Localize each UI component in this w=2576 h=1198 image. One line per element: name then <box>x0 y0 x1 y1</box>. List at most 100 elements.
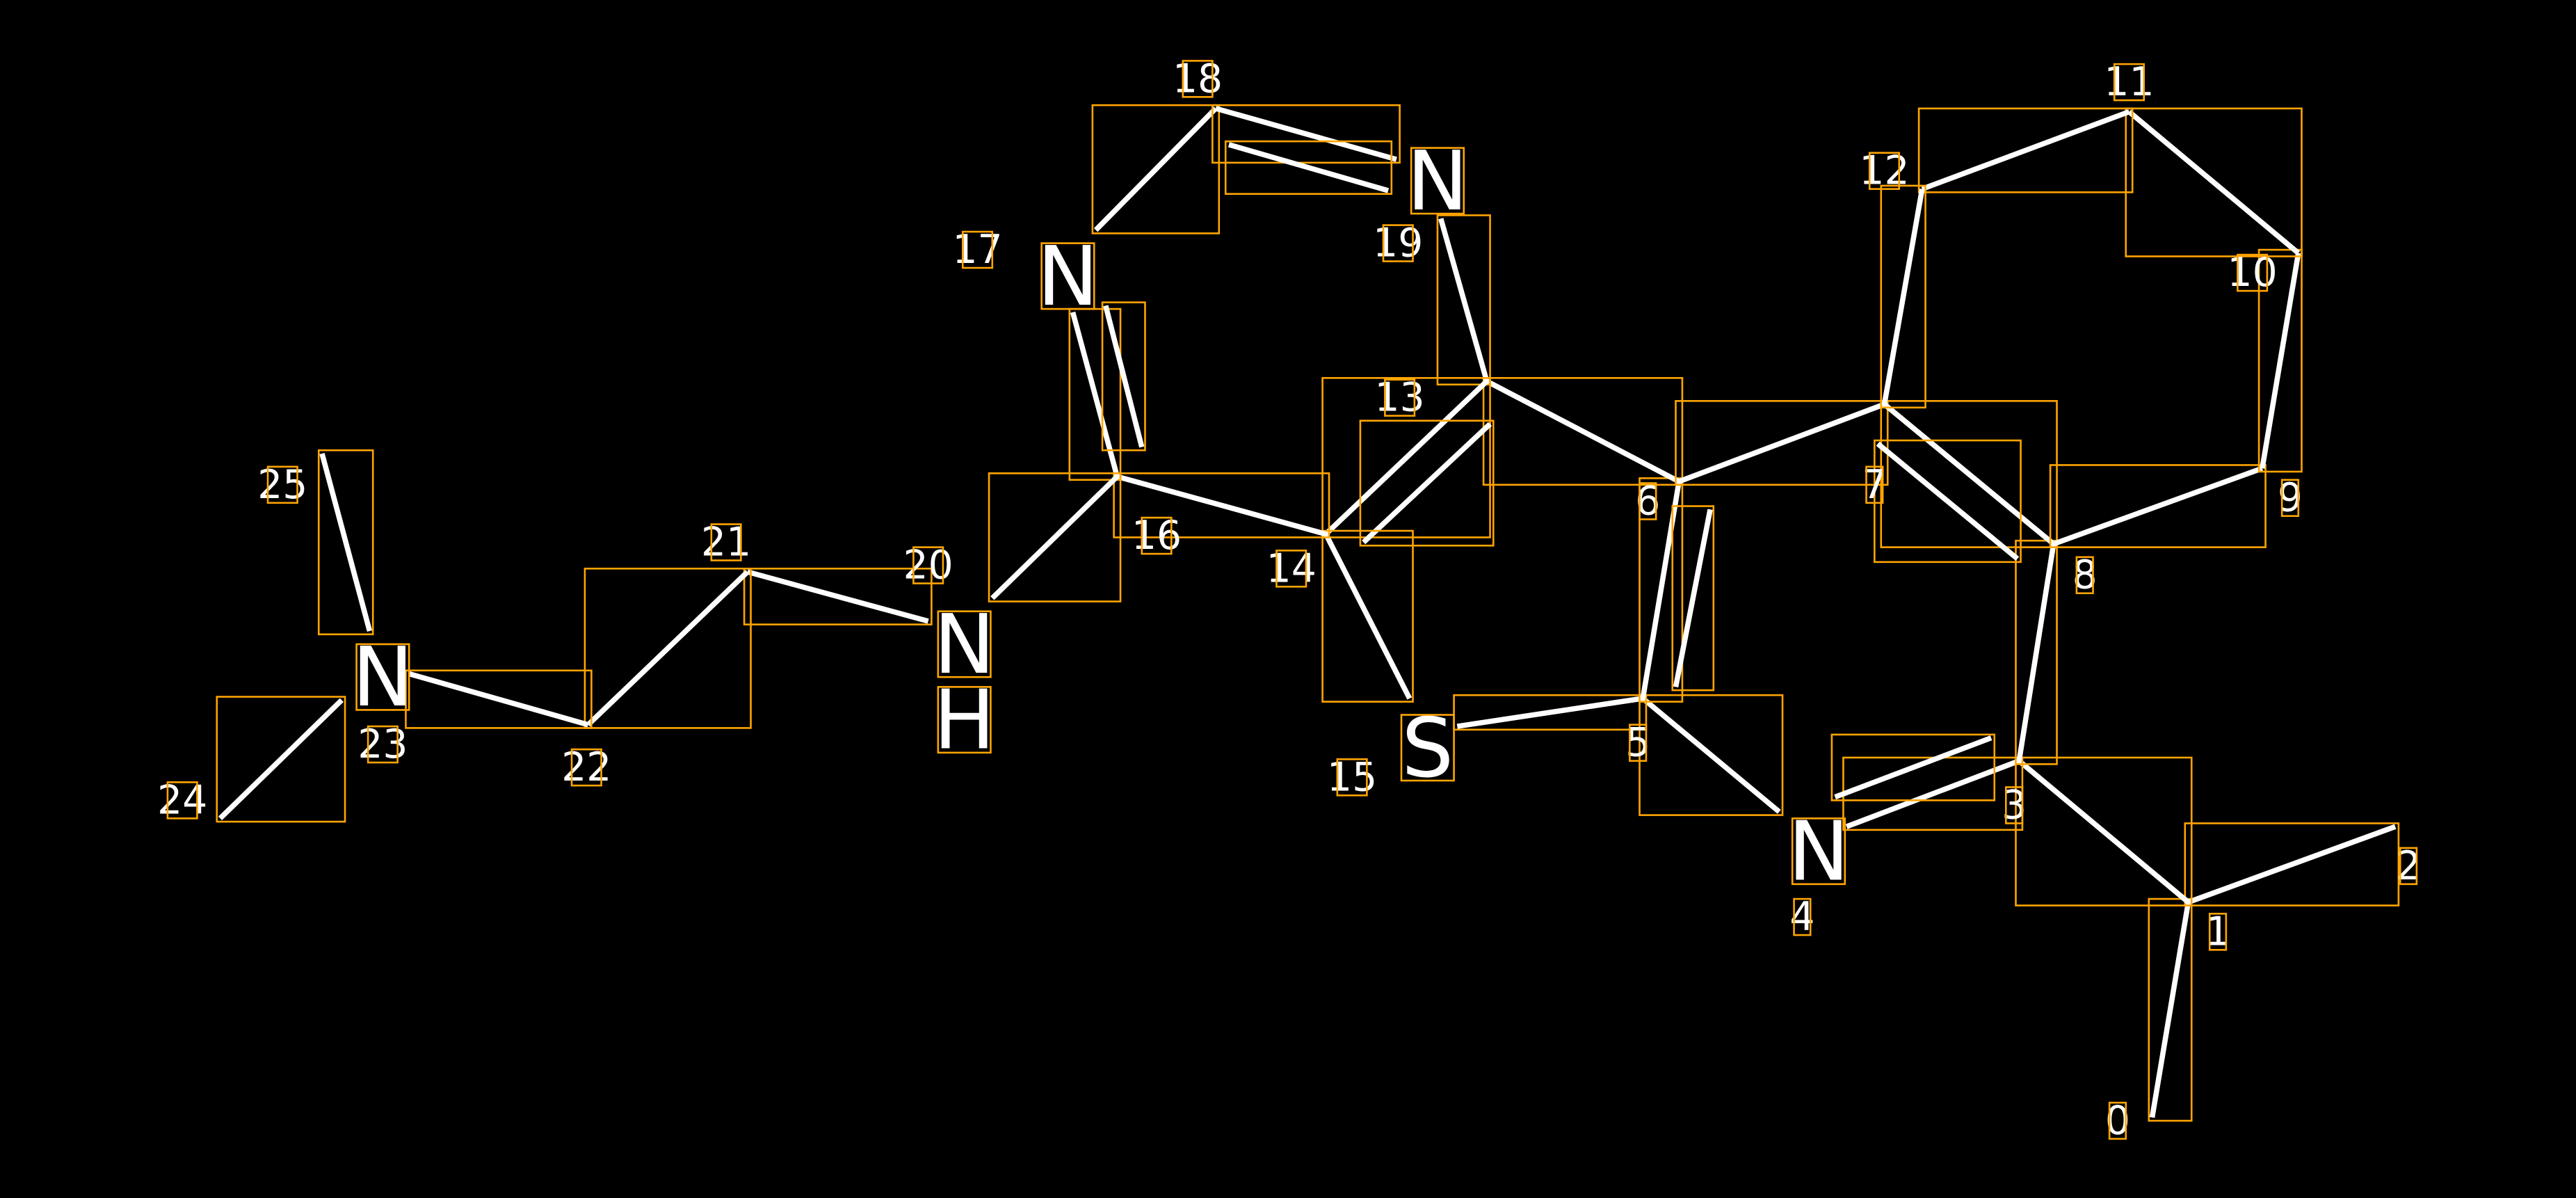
bond-bounding-box <box>1113 472 1330 538</box>
bond-21-22 <box>583 568 752 729</box>
bond-line <box>1116 474 1327 537</box>
atom-16: 16 <box>1132 513 1182 559</box>
bond-1-2 <box>2184 822 2400 907</box>
index-label-box <box>1336 758 1368 797</box>
bond-line <box>2127 109 2301 255</box>
element-label-box <box>1410 147 1465 215</box>
atom-21: 21 <box>701 520 751 566</box>
bond-bounding-box <box>317 449 374 636</box>
element-label-box <box>355 643 410 711</box>
bond-line <box>2052 465 2264 547</box>
atom-index-label: 17 <box>952 227 1002 273</box>
index-label-box <box>1793 897 1812 936</box>
bond-14-15 <box>1321 529 1414 703</box>
bond-23-25 <box>317 449 374 636</box>
bond-16-17 <box>1068 301 1146 481</box>
bond-line <box>2017 758 2190 904</box>
atom-24: 24 <box>157 777 207 823</box>
atom-index-label: 16 <box>1132 513 1182 559</box>
index-label-box <box>2280 479 2300 518</box>
atom-4: 4N <box>1788 804 1849 940</box>
bond-12-7 <box>1880 184 1926 409</box>
bond-bounding-box <box>1091 104 1221 234</box>
atom-11: 11 <box>2104 59 2154 105</box>
atom-14: 14 <box>1266 545 1317 591</box>
bonds-layer <box>216 104 2400 1122</box>
atom-25: 25 <box>257 462 307 508</box>
bond-line-secondary <box>1876 441 2020 561</box>
bond-line-secondary <box>1227 142 1390 193</box>
bond-bounding-box <box>2049 464 2267 548</box>
bond-line <box>586 570 750 727</box>
element-label-box <box>1400 714 1455 782</box>
index-label-box <box>2208 913 2228 951</box>
bond-line-secondary <box>1834 735 1993 800</box>
bond-line <box>408 671 589 728</box>
bond-bounding-box <box>2125 107 2303 257</box>
bond-line <box>1323 379 1489 536</box>
atom-10: 10 <box>2228 250 2278 296</box>
bond-line <box>2187 824 2397 905</box>
bond-bounding-box <box>1874 439 2022 564</box>
bond-line <box>1486 378 1680 484</box>
atom-index-label: 10 <box>2228 250 2278 296</box>
bond-bounding-box <box>2015 539 2058 765</box>
atom-22: 22 <box>561 744 611 790</box>
bond-bounding-box <box>988 472 1122 602</box>
element-label-box <box>937 610 992 678</box>
bond-13-14 <box>1321 376 1495 547</box>
atom-index-label: 18 <box>1173 56 1223 102</box>
bond-line <box>1070 311 1120 478</box>
bond-9-10 <box>2257 248 2303 473</box>
bond-16-20 <box>988 472 1122 602</box>
bond-bounding-box <box>1880 400 2058 548</box>
bond-line <box>2260 253 2301 469</box>
atom-23: 23N <box>352 629 413 767</box>
bond-13-19 <box>1436 214 1491 386</box>
bond-bounding-box <box>1830 733 1996 801</box>
bond-4-5 <box>1639 694 1784 816</box>
bond-line <box>218 698 344 821</box>
bond-14-16 <box>1113 472 1330 538</box>
bond-1-3 <box>2015 756 2193 907</box>
index-label-box <box>1141 516 1173 555</box>
bond-5-6 <box>1639 477 1715 703</box>
index-label-box <box>2113 63 2146 102</box>
bond-bounding-box <box>1101 301 1146 452</box>
atom-0: 0 <box>2105 1098 2130 1144</box>
bond-line <box>1456 696 1643 729</box>
index-label-box <box>1384 378 1416 417</box>
index-label-box <box>1182 60 1214 98</box>
bond-line <box>2149 902 2191 1118</box>
bond-line <box>1093 106 1218 232</box>
index-label-box <box>266 465 298 504</box>
atom-index-label: 15 <box>1327 754 1377 800</box>
bond-line <box>1921 109 2130 192</box>
bond-line <box>319 452 373 632</box>
index-label-box <box>166 781 198 820</box>
atom-index-label: 25 <box>257 462 307 508</box>
atom-index-label: 21 <box>701 520 751 566</box>
bond-line <box>1845 758 2020 829</box>
atom-index-label: 20 <box>903 543 953 589</box>
atom-12: 12 <box>1859 148 1909 194</box>
bond-bounding-box <box>1321 376 1491 538</box>
atom-1: 1 <box>2205 909 2230 955</box>
atom-index-label: 11 <box>2104 59 2154 105</box>
atom-6: 6 <box>1635 478 1660 524</box>
index-label-box <box>912 546 944 584</box>
index-label-box <box>1629 724 1648 762</box>
bond-line <box>1641 696 1781 814</box>
atom-3: 3 <box>2002 782 2027 828</box>
bond-bounding-box <box>1639 477 1684 703</box>
bond-bounding-box <box>1671 505 1715 692</box>
bond-bounding-box <box>405 669 593 729</box>
bond-bounding-box <box>1639 694 1784 816</box>
atom-7: 7 <box>1862 462 1887 508</box>
bond-0-1 <box>2148 897 2193 1122</box>
bond-bounding-box <box>1211 104 1401 164</box>
bond-18-19 <box>1211 104 1401 195</box>
atom-index-label: 12 <box>1859 148 1909 194</box>
